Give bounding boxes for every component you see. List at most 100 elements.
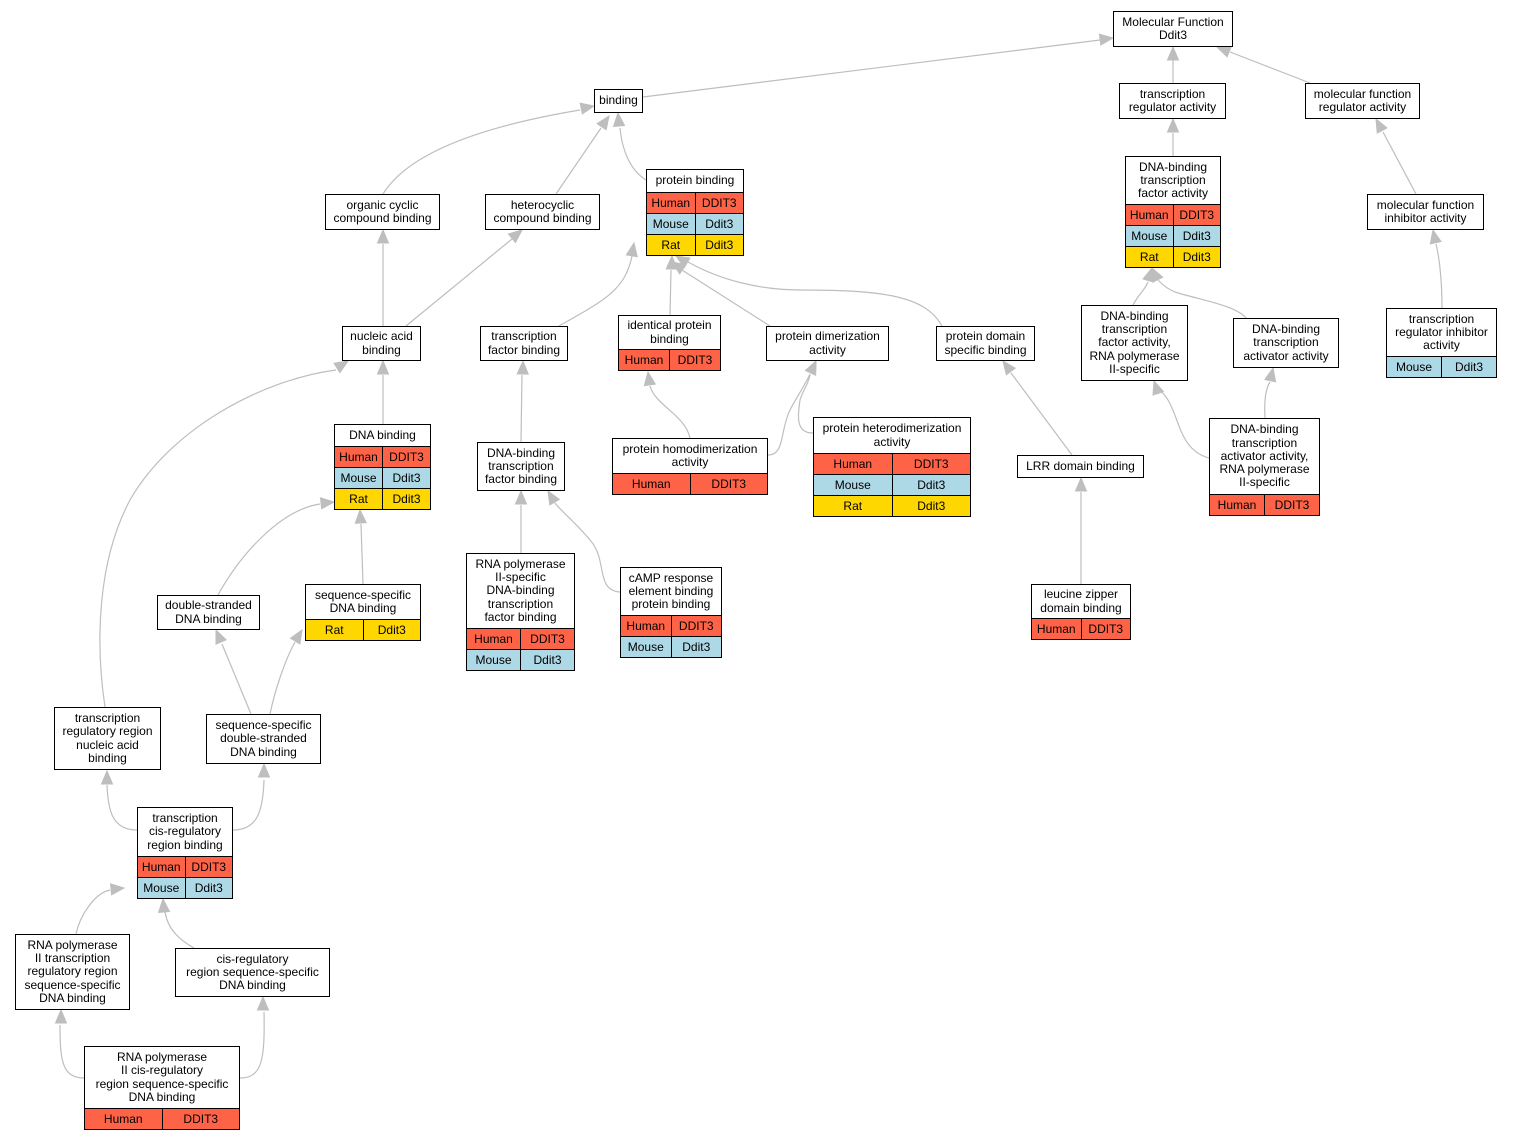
edge-line bbox=[558, 255, 633, 327]
arrowhead bbox=[625, 241, 638, 258]
species-row: Human DDIT3 bbox=[85, 1108, 239, 1129]
node-tfb: transcription factor binding bbox=[480, 326, 568, 361]
edge-phda-to-ipb bbox=[643, 370, 691, 439]
arrowhead bbox=[257, 762, 271, 778]
edge-line bbox=[520, 374, 523, 443]
node-binding: binding bbox=[594, 89, 643, 113]
node-label-mfra: molecular function regulator activity bbox=[1313, 86, 1412, 114]
arrowhead bbox=[376, 359, 390, 375]
species-name: Human bbox=[103, 1112, 143, 1126]
edge-line bbox=[687, 261, 943, 327]
node-dbtaa: DNA-binding transcription activator acti… bbox=[1233, 318, 1339, 368]
species-name: Rat bbox=[1139, 250, 1159, 264]
edge-line bbox=[1264, 381, 1271, 419]
gene-name: Ddit3 bbox=[382, 468, 430, 488]
edge-line bbox=[232, 779, 265, 831]
arrowhead bbox=[804, 359, 817, 376]
edge-line bbox=[1157, 391, 1210, 459]
gene-name: DDIT3 bbox=[382, 447, 430, 467]
species-row: Rat Ddit3 bbox=[1126, 246, 1220, 267]
gene-name: DDIT3 bbox=[891, 454, 971, 474]
species-name: Human bbox=[1036, 622, 1076, 636]
node-phtda: protein heterodimerization activity Huma… bbox=[813, 417, 971, 517]
gene-name: Ddit3 bbox=[891, 496, 971, 516]
arrowhead bbox=[1264, 366, 1277, 383]
arrowhead bbox=[674, 255, 691, 269]
species-name: Mouse bbox=[340, 471, 377, 485]
arrowhead bbox=[354, 508, 368, 524]
node-rp2cr: RNA polymerase II cis-regulatory region … bbox=[84, 1046, 240, 1130]
node-label-dbtaa2: DNA-binding transcription activator acti… bbox=[1219, 422, 1310, 490]
edge-rp2cr-to-rp2tr bbox=[54, 1008, 85, 1079]
node-tria: transcription regulator inhibitor activi… bbox=[1386, 308, 1497, 378]
arrowhead bbox=[333, 360, 350, 374]
node-label-mf: Molecular Function Ddit3 bbox=[1122, 14, 1224, 42]
edge-line bbox=[59, 1024, 85, 1079]
edge-line bbox=[619, 127, 647, 181]
species-name: Human bbox=[339, 450, 378, 464]
arrowhead bbox=[157, 897, 171, 913]
arrowhead bbox=[319, 497, 336, 510]
arrowhead bbox=[256, 995, 270, 1011]
edge-hcb-to-binding bbox=[555, 114, 610, 195]
node-camp: cAMP response element binding protein bi… bbox=[620, 567, 722, 658]
edge-line bbox=[239, 1011, 265, 1079]
gene-name: DDIT3 bbox=[520, 629, 574, 649]
gene-name: Ddit3 bbox=[1172, 226, 1221, 246]
arrowhead bbox=[643, 370, 657, 387]
node-label-tra: transcription regulator activity bbox=[1128, 86, 1217, 114]
species-name: Rat bbox=[349, 492, 368, 506]
edge-pb-to-binding bbox=[612, 111, 647, 181]
edge-line bbox=[164, 911, 195, 949]
edge-tria-to-mfia bbox=[1429, 228, 1443, 309]
node-lrr: LRR domain binding bbox=[1017, 455, 1144, 478]
edge-line bbox=[1132, 281, 1149, 306]
node-label-pda: protein dimerization activity bbox=[775, 329, 880, 357]
node-label-phda: protein homodimerization activity bbox=[622, 441, 758, 469]
edge-line bbox=[269, 641, 296, 715]
edge-line bbox=[1382, 131, 1417, 195]
edge-line bbox=[106, 784, 138, 831]
species-name: Human bbox=[626, 619, 666, 633]
node-tcrrb: transcription cis-regulatory region bind… bbox=[137, 807, 233, 899]
edge-rp2tr-to-tcrrb bbox=[75, 883, 126, 935]
species-name: Mouse bbox=[475, 653, 512, 667]
species-name: Human bbox=[141, 860, 181, 874]
gene-name: DDIT3 bbox=[1264, 495, 1319, 515]
node-label-crss: cis-regulatory region sequence-specific … bbox=[186, 951, 319, 993]
species-row: Rat Ddit3 bbox=[335, 488, 430, 509]
gene-name: Ddit3 bbox=[382, 489, 430, 509]
arrowhead bbox=[1375, 117, 1388, 134]
edge-line bbox=[360, 523, 364, 585]
edge-line bbox=[555, 127, 602, 195]
gene-name: Ddit3 bbox=[1172, 247, 1221, 267]
species-name: Mouse bbox=[1395, 360, 1433, 374]
edge-line bbox=[767, 373, 811, 456]
edge-line bbox=[1435, 243, 1443, 309]
species-name: Rat bbox=[843, 499, 863, 513]
node-mfia: molecular function inhibitor activity bbox=[1367, 194, 1484, 230]
species-name: Mouse bbox=[143, 881, 180, 895]
edge-line bbox=[642, 39, 1101, 98]
gene-name: DDIT3 bbox=[161, 1109, 240, 1129]
node-label-tcrrb: transcription cis-regulatory region bind… bbox=[147, 811, 223, 852]
edge-dbtfa-to-tra bbox=[1166, 117, 1180, 156]
node-tra: transcription regulator activity bbox=[1119, 83, 1226, 119]
edge-line bbox=[681, 269, 771, 327]
node-label-pb: protein binding bbox=[655, 173, 735, 188]
node-label-binding: binding bbox=[599, 93, 638, 108]
node-label-dbtaa: DNA-binding transcription activator acti… bbox=[1243, 322, 1329, 363]
edge-tfb-to-pb bbox=[558, 241, 638, 327]
species-name: Human bbox=[631, 477, 671, 491]
node-label-camp: cAMP response element binding protein bi… bbox=[628, 570, 714, 612]
edge-dbtfb-to-tfb bbox=[516, 359, 529, 443]
